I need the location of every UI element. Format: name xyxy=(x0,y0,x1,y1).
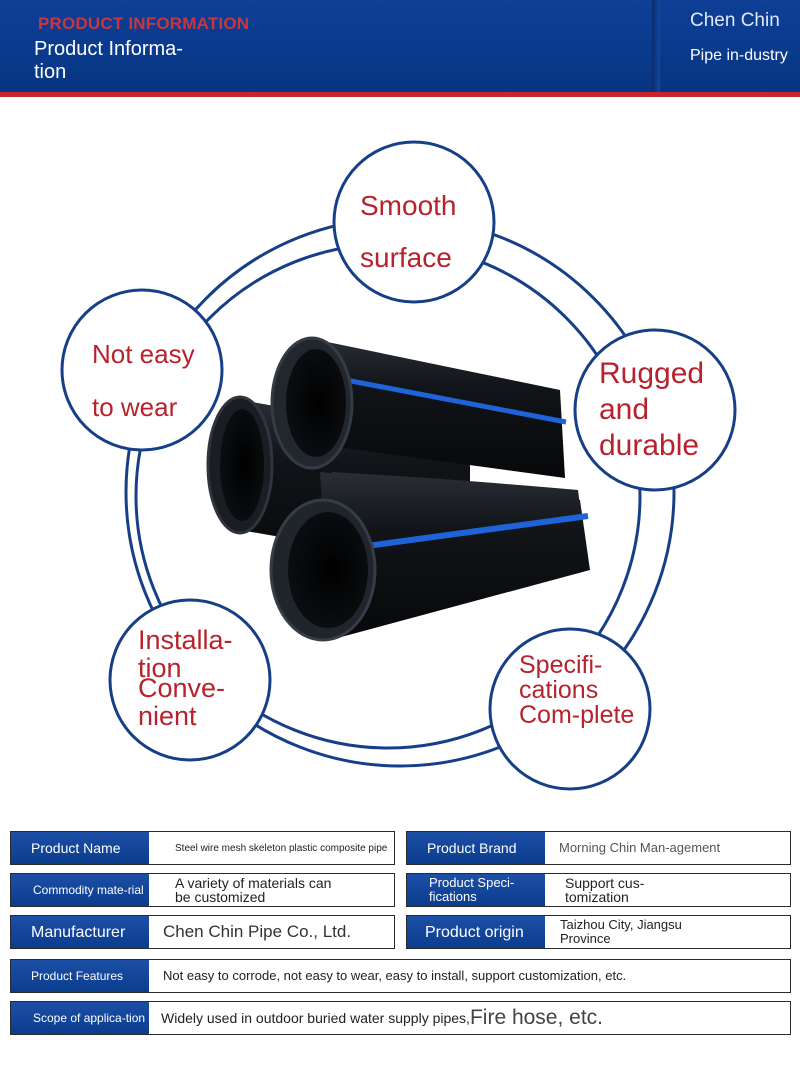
circle-smooth-surface xyxy=(332,140,496,304)
value-scope-part2: Fire hose, etc. xyxy=(469,1006,604,1029)
circle-installation xyxy=(108,598,272,762)
label-product-origin: Product origin xyxy=(407,916,545,948)
brand-name: Chen Chin xyxy=(690,10,780,31)
row-scope-of-application: Scope of applica-tion Widely used in out… xyxy=(10,1001,791,1035)
label-product-brand: Product Brand xyxy=(407,832,545,864)
header-banner: PRODUCT INFORMATION Product Informa-tion… xyxy=(0,0,800,92)
row-product-origin: Product origin Taizhou City, Jiangsu Pro… xyxy=(406,915,791,949)
value-scope-of-application: Widely used in outdoor buried water supp… xyxy=(161,1002,784,1034)
value-product-origin: Taizhou City, Jiangsu Province xyxy=(560,917,682,946)
feature-smooth-surface: Smooth surface xyxy=(360,190,457,273)
value-product-features: Not easy to corrode, not easy to wear, e… xyxy=(163,968,627,983)
feature-diagram-graphic xyxy=(60,140,737,791)
row-product-specifications: Product Speci-fications Support cus-tomi… xyxy=(406,873,791,907)
pipes-image xyxy=(206,336,590,642)
row-product-name: Product Name Steel wire mesh skeleton pl… xyxy=(10,831,395,865)
row-manufacturer: Manufacturer Chen Chin Pipe Co., Ltd. xyxy=(10,915,395,949)
brand-subtitle: Pipe in-dustry xyxy=(690,47,788,64)
feature-installation-line1: Installa-tion xyxy=(138,625,233,683)
feature-not-easy-to-wear: Not easy to wear xyxy=(92,339,195,422)
header-divider xyxy=(652,0,660,92)
header-kicker: PRODUCT INFORMATION xyxy=(38,14,250,33)
label-product-name: Product Name xyxy=(11,832,149,864)
label-product-specifications: Product Speci-fications xyxy=(407,874,545,906)
value-scope-part1: Widely used in outdoor buried water supp… xyxy=(161,1010,470,1026)
value-product-name: Steel wire mesh skeleton plastic composi… xyxy=(175,842,388,854)
value-manufacturer: Chen Chin Pipe Co., Ltd. xyxy=(163,922,352,941)
value-product-specifications: Support cus-tomization xyxy=(565,875,645,905)
row-commodity-material: Commodity mate-rial A variety of materia… xyxy=(10,873,395,907)
feature-installation-convenient: Installa-tion Conve-nient xyxy=(138,626,273,730)
circle-not-easy-to-wear xyxy=(60,288,224,452)
label-product-features: Product Features xyxy=(11,960,149,992)
row-product-brand: Product Brand Morning Chin Man-agement xyxy=(406,831,791,865)
label-commodity-material: Commodity mate-rial xyxy=(11,874,149,906)
circle-specifications xyxy=(488,627,652,791)
circle-rugged-durable xyxy=(573,328,737,492)
header-red-strip xyxy=(0,92,800,97)
page-title: Product Informa-tion xyxy=(34,38,183,83)
label-manufacturer: Manufacturer xyxy=(11,916,149,948)
row-product-features: Product Features Not easy to corrode, no… xyxy=(10,959,791,993)
feature-diagram: Smooth surface Not easy to wear Rugged a… xyxy=(0,100,800,800)
value-product-brand: Morning Chin Man-agement xyxy=(559,840,721,855)
value-commodity-material: A variety of materials can be customized xyxy=(175,875,332,905)
feature-specifications-complete: Specifi-cations Com-plete xyxy=(519,651,635,729)
feature-installation-line2: Conve-nient xyxy=(138,673,226,731)
label-scope-of-application: Scope of applica-tion xyxy=(11,1002,149,1034)
feature-rugged-durable: Rugged and durable xyxy=(599,357,705,462)
